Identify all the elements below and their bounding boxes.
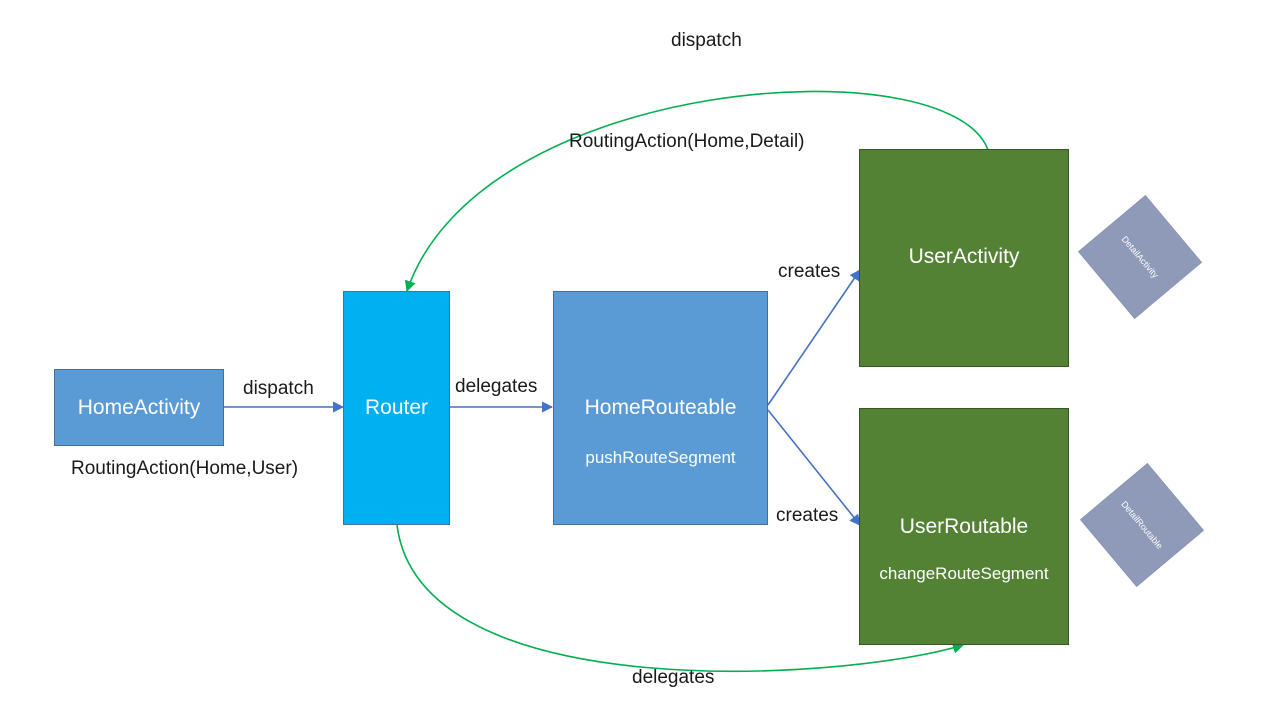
delegates-label: delegates — [455, 376, 538, 397]
router-title: Router — [364, 396, 429, 419]
user-routable-node: UserRoutable changeRouteSegment — [859, 408, 1069, 645]
edge-delegates-to-user-routable — [396, 524, 965, 673]
home-routeable-title: HomeRouteable — [584, 396, 737, 419]
home-activity-node: HomeActivity — [54, 369, 224, 446]
router-node: Router — [343, 291, 450, 525]
user-activity-title: UserActivity — [908, 245, 1020, 268]
routing-action-user-label: RoutingAction(Home,User) — [71, 458, 299, 479]
user-activity-node: UserActivity — [859, 149, 1069, 367]
creates-user-activity-label: creates — [778, 261, 841, 282]
user-routable-method: changeRouteSegment — [879, 564, 1049, 583]
edge-dispatch-to-router-from-user-activity — [404, 90, 989, 293]
routing-action-detail-label: RoutingAction(Home,Detail) — [569, 131, 805, 152]
delegates-bottom-label: delegates — [632, 667, 715, 688]
detail-activity-title: DetailActivity — [1119, 234, 1161, 280]
edge-creates-user-routable — [767, 409, 861, 526]
creates-user-routable-label: creates — [776, 505, 839, 526]
home-routeable-method: pushRouteSegment — [585, 448, 736, 467]
home-activity-title: HomeActivity — [77, 395, 201, 419]
user-routable-title: UserRoutable — [899, 515, 1029, 538]
home-routeable-node: HomeRouteable pushRouteSegment — [553, 291, 768, 525]
detail-routable-title: DetailRoutable — [1119, 499, 1165, 551]
dispatch-label: dispatch — [243, 378, 314, 399]
dispatch-top-label: dispatch — [671, 30, 742, 51]
edge-creates-user-activity — [767, 269, 861, 406]
